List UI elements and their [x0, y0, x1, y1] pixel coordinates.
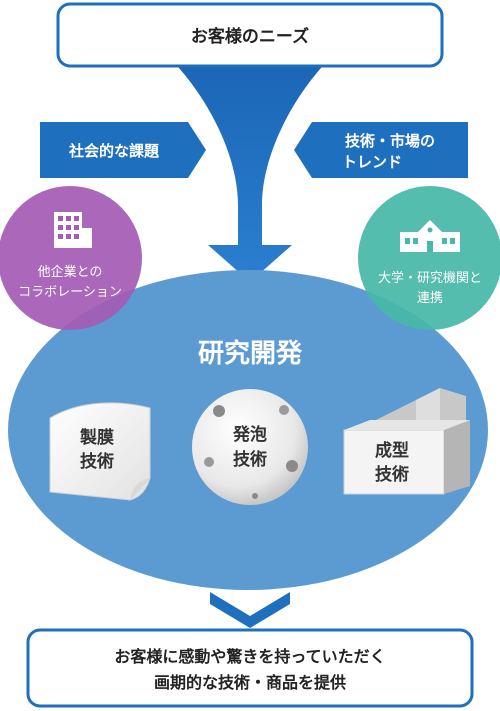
collaboration-label-2: コラボレーション	[18, 285, 122, 300]
molding-technology-label-2: 技術	[375, 464, 409, 485]
innovation-statement-line-2: 画期的な技術・商品を提供	[154, 673, 346, 692]
university-partnership-label-2: 連携	[417, 290, 443, 306]
down-chevron-arrow	[210, 592, 290, 628]
foam-technology-label-2: 技術	[233, 449, 267, 470]
film-sheet-illustration	[49, 402, 151, 501]
tech-market-trend-label-1: 技術・市場の	[345, 132, 435, 150]
central-funnel-arrow	[150, 40, 350, 282]
office-building-icon	[54, 212, 92, 248]
university-partnership-circle	[358, 186, 500, 330]
innovation-statement-line-1: お客様に感動や驚きを持っていただく	[114, 647, 385, 666]
university-partnership-label-1: 大学・研究機関と	[378, 270, 482, 286]
foam-ball-illustration	[192, 389, 308, 505]
innovation-statement-box	[26, 628, 474, 708]
school-building-icon	[400, 220, 460, 252]
film-technology-label-1: 製膜	[79, 427, 114, 448]
foam-technology-label-1: 発泡	[232, 424, 267, 445]
social-issues-arrow	[40, 122, 206, 178]
molding-technology-label-1: 成型	[375, 440, 409, 461]
collaboration-label-1: 他企業との	[38, 264, 103, 280]
collaboration-circle	[0, 186, 142, 330]
tech-market-trend-label-2: トレンド	[342, 153, 402, 171]
research-development-title: 研究開発	[198, 338, 303, 369]
film-technology-label-2: 技術	[80, 451, 114, 472]
social-issues-label: 社会的な課題	[68, 142, 160, 160]
customer-needs-label: お客様のニーズ	[191, 26, 309, 47]
tech-market-trend-arrow	[294, 122, 468, 178]
customer-needs-box	[56, 2, 444, 68]
molded-block-illustration	[343, 388, 470, 495]
